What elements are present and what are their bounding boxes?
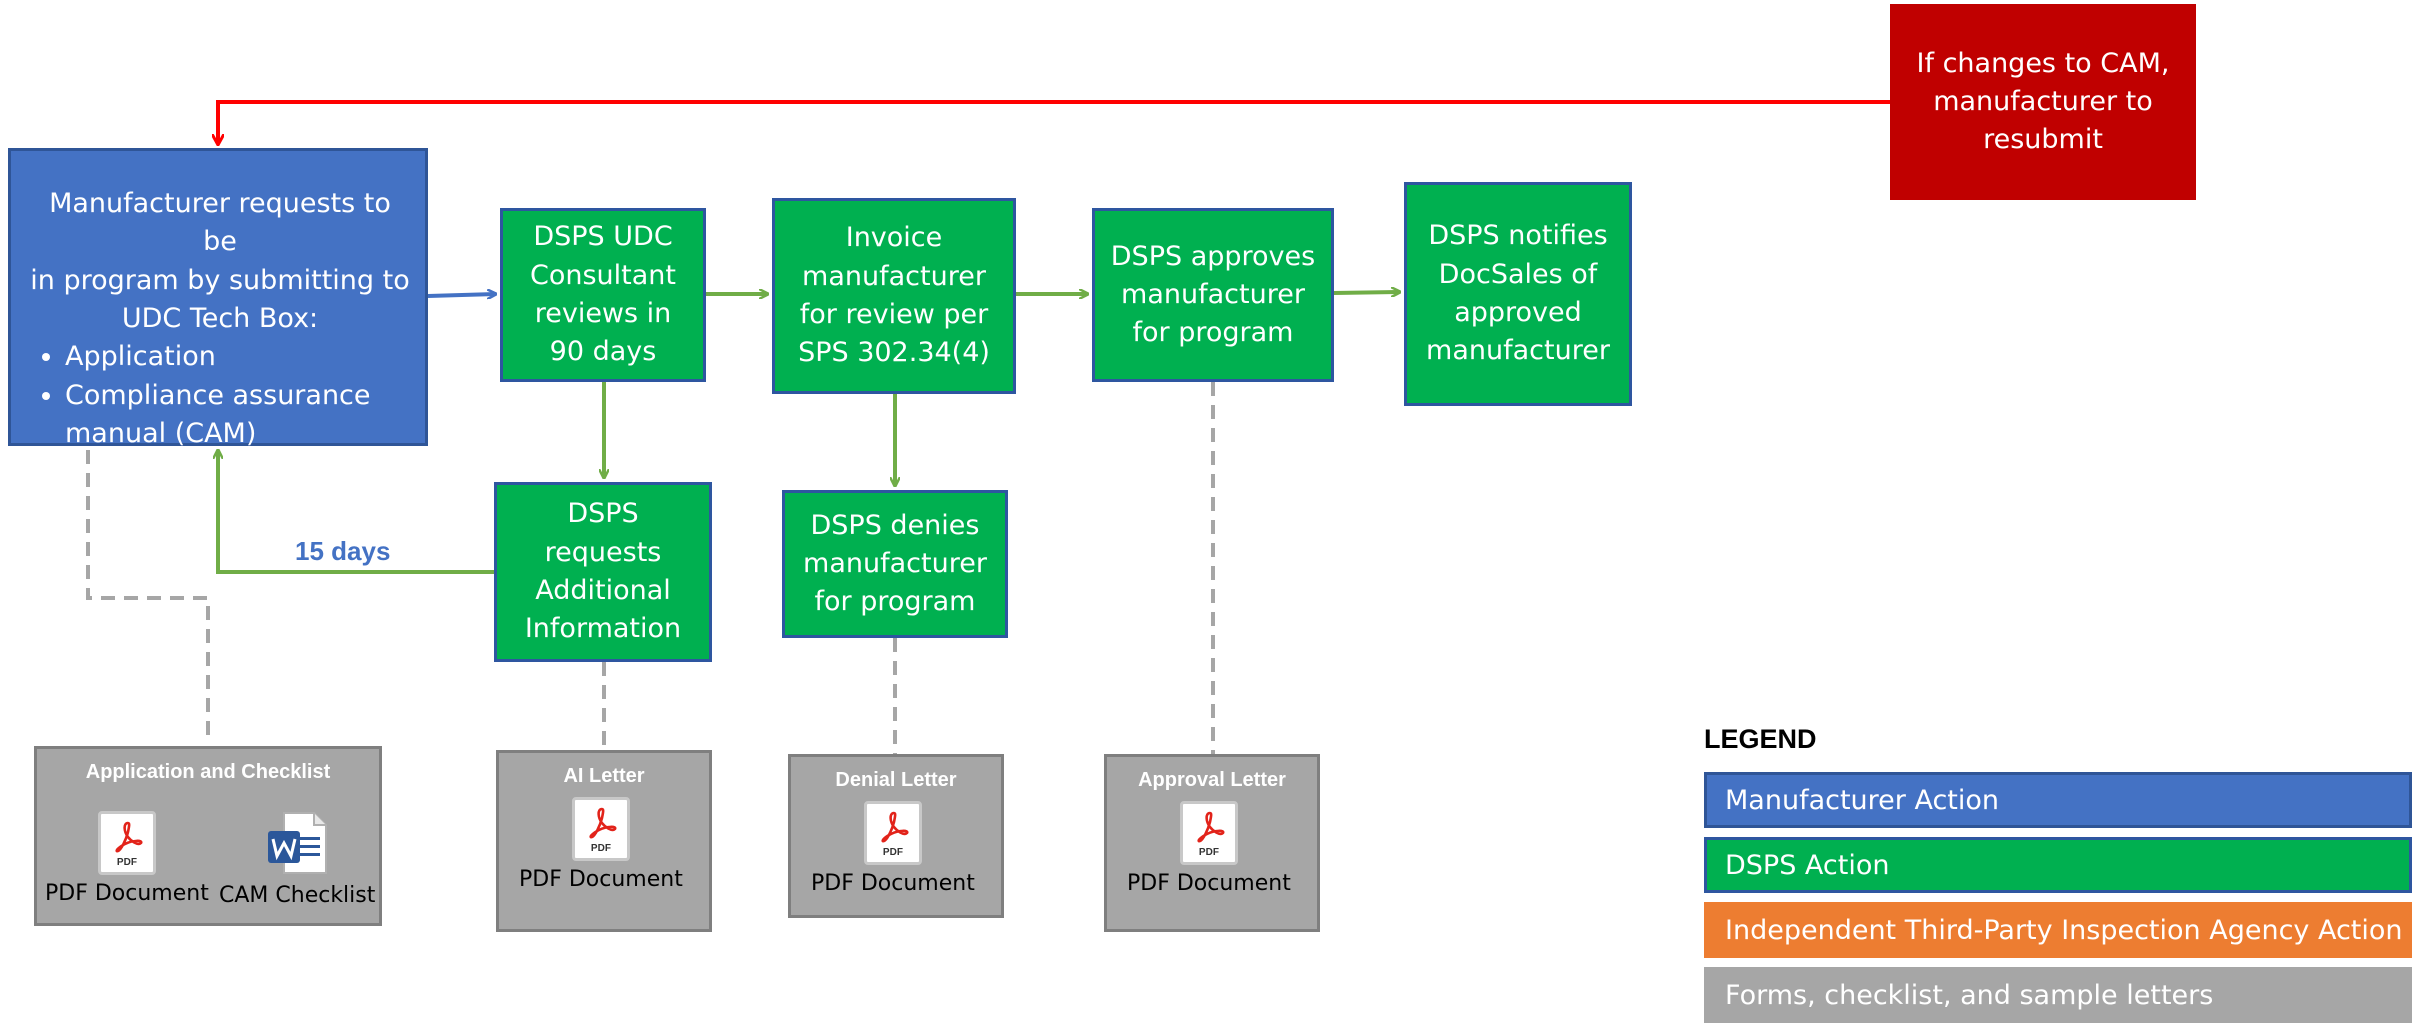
request-to-review-arrow — [427, 294, 496, 296]
denial-letter-title: Denial Letter — [835, 769, 957, 791]
legend-item-forms: Forms, checklist, and sample letters — [1704, 967, 2412, 1023]
approves-to-notifies-arrow — [1333, 292, 1400, 293]
invoice-box: Invoice manufacturer for review per SPS … — [772, 198, 1016, 394]
application-checklist-title: Application and Checklist — [85, 761, 331, 783]
approval-letter-pdf-item[interactable]: PDF PDF Document — [1127, 801, 1291, 896]
pdf-icon: PDF — [571, 797, 630, 861]
cam-checklist-item[interactable]: CAM Checklist — [219, 811, 375, 908]
requests-info-box: DSPS requests Additional Information — [494, 482, 712, 662]
application-doc-link — [86, 450, 210, 744]
pdf-icon: PDF — [97, 811, 156, 875]
submission-list: Application Compliance assurance manual … — [29, 338, 411, 453]
word-icon — [264, 811, 330, 877]
approves-box: DSPS approves manufacturer for program — [1092, 208, 1334, 382]
request-info-to-manufacturer-arrow — [218, 450, 494, 574]
approval-letter-panel: Approval Letter PDF PDF Document — [1104, 754, 1320, 932]
resubmit-loop-arrow — [218, 100, 1890, 144]
denies-box: DSPS denies manufacturer for program — [782, 490, 1008, 638]
legend-item-third-party: Independent Third-Party Inspection Agenc… — [1704, 902, 2412, 958]
consultant-review-box: DSPS UDC Consultant reviews in 90 days — [500, 208, 706, 382]
pdf-caption: PDF Document — [45, 881, 209, 906]
legend-title: LEGEND — [1704, 724, 1817, 754]
pdf-icon: PDF — [1179, 801, 1238, 865]
pdf-caption: PDF Document — [811, 871, 975, 896]
denial-letter-panel: Denial Letter PDF PDF Document — [788, 754, 1004, 918]
notifies-box: DSPS notifies DocSales of approved manuf… — [1404, 182, 1632, 406]
legend-label-third-party: Independent Third-Party Inspection Agenc… — [1725, 914, 2403, 946]
ai-letter-pdf-item[interactable]: PDF PDF Document — [519, 797, 683, 892]
application-checklist-panel: Application and Checklist PDF PDF Docume… — [34, 746, 382, 926]
pdf-caption: PDF Document — [519, 867, 683, 892]
manufacturer-request-box: Manufacturer requests to be in program b… — [8, 148, 428, 449]
legend-label-forms: Forms, checklist, and sample letters — [1725, 979, 2214, 1011]
manufacturer-request-intro: Manufacturer requests to be in program b… — [30, 188, 410, 334]
resubmit-box: If changes to CAM, manufacturer to resub… — [1890, 4, 2196, 200]
ai-letter-panel: AI Letter PDF PDF Document — [496, 750, 712, 932]
submission-item-application: Application — [65, 338, 411, 376]
cam-checklist-caption: CAM Checklist — [219, 883, 376, 908]
application-pdf-item[interactable]: PDF PDF Document — [45, 811, 209, 906]
legend-label-manufacturer: Manufacturer Action — [1725, 784, 2000, 816]
legend-item-dsps: DSPS Action — [1704, 837, 2412, 893]
ai-letter-title: AI Letter — [563, 765, 645, 787]
pdf-caption: PDF Document — [1127, 871, 1291, 896]
approval-letter-title: Approval Letter — [1138, 769, 1286, 791]
fifteen-days-label: 15 days — [295, 536, 391, 566]
pdf-icon: PDF — [863, 801, 922, 865]
legend-item-manufacturer: Manufacturer Action — [1704, 772, 2412, 828]
legend-label-dsps: DSPS Action — [1725, 849, 1890, 881]
submission-item-cam: Compliance assurance manual (CAM) — [65, 377, 411, 454]
denial-letter-pdf-item[interactable]: PDF PDF Document — [811, 801, 975, 896]
